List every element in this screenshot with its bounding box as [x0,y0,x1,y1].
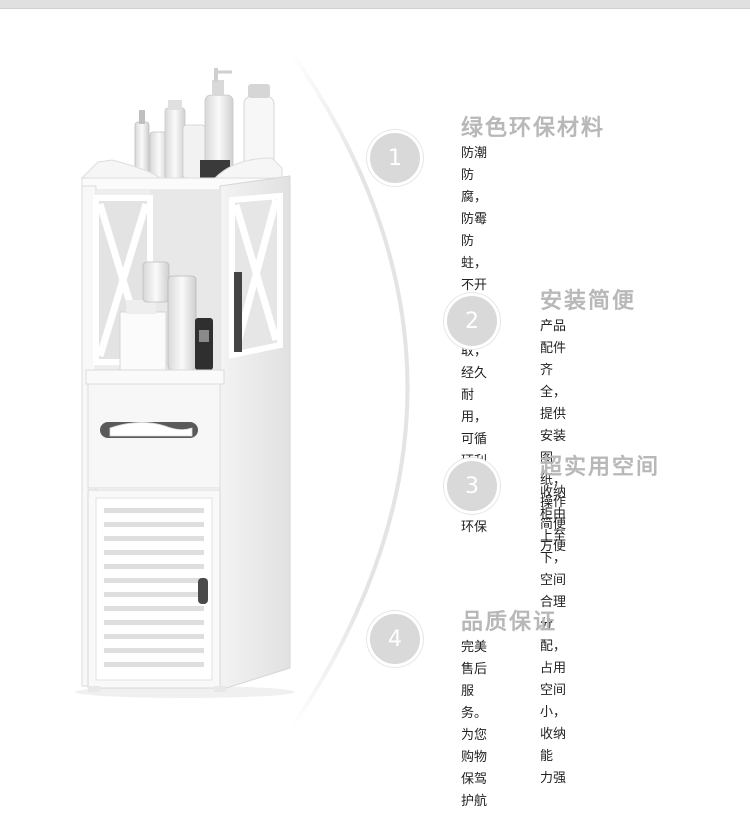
feature-title: 安装简便 [540,289,637,314]
feature-title: 品质保证 [461,610,558,635]
feature-text: 完美售后服务。为您购物保驾 护航 [461,640,488,809]
number-circle: 3 [444,458,500,514]
decorative-arc [288,48,410,732]
feature-text: 收纳柜由上至下，空间合理 分配，占用空间小，收纳能 力强 [540,485,567,786]
number-circle: 2 [444,293,500,349]
feature-title: 绿色环保材料 [461,116,606,141]
feature-text: 产品配件齐全，提供安装 图纸，操作简便方便 [540,319,567,554]
feature-title: 超实用空间 [540,455,661,480]
number-circle: 4 [367,611,423,667]
cabinet-illustration [75,68,295,698]
number-circle: 1 [367,130,423,186]
top-bar [0,0,750,9]
